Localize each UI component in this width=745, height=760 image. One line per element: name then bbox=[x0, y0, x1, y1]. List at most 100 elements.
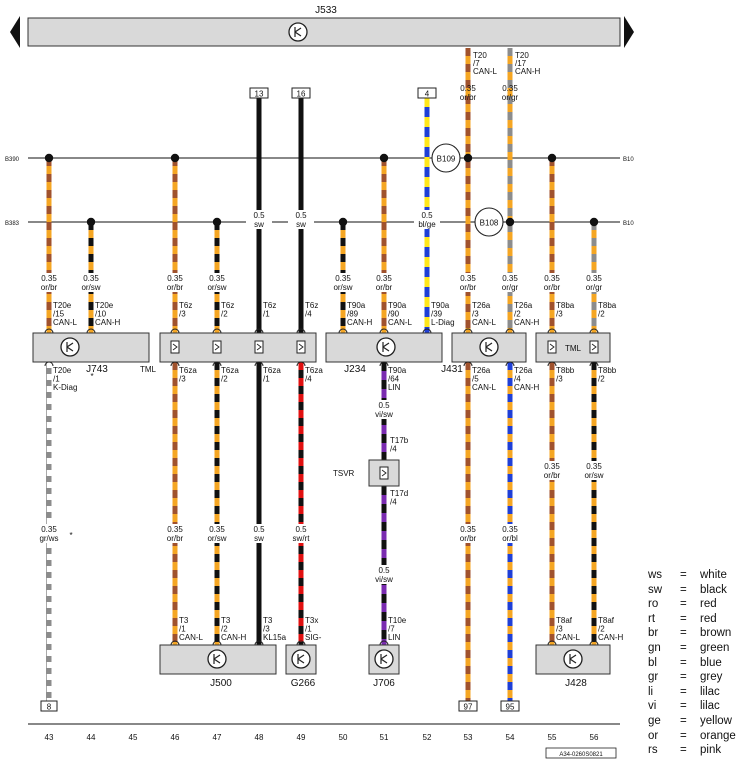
bottom-pin-b47-line: T3 bbox=[221, 616, 231, 625]
lower-pin-r51b-line: /4 bbox=[390, 498, 397, 507]
upper-pin-p44-line: CAN-H bbox=[95, 318, 121, 327]
upper-pin-p49-line: T6z bbox=[305, 301, 318, 310]
upper-pin-p46-line: T6z bbox=[179, 301, 192, 310]
wire-label-w52a-line: 0.5 bbox=[421, 211, 433, 220]
wire-label-bg bbox=[581, 461, 607, 480]
junction-dot bbox=[338, 217, 348, 227]
upper-pin-p52-line: /39 bbox=[431, 310, 443, 319]
upper-pin-p49-line: /4 bbox=[305, 310, 312, 319]
j234-ground-icon bbox=[376, 337, 396, 357]
wire-label-w55b-line: 0.35 bbox=[544, 462, 560, 471]
wire-label-bg bbox=[36, 273, 62, 292]
legend-equals: = bbox=[680, 671, 687, 684]
column-number: 44 bbox=[87, 733, 96, 742]
splice-b109-label: B109 bbox=[437, 155, 456, 164]
column-number: 47 bbox=[213, 733, 222, 742]
junction-dot bbox=[212, 217, 222, 227]
wire-label-w51c-line: vi/sw bbox=[375, 575, 393, 584]
lower-pin-arc bbox=[379, 361, 389, 367]
wire-label-w55b-line: or/br bbox=[544, 471, 561, 480]
wire-label-bg bbox=[204, 273, 230, 292]
legend-code: gr bbox=[648, 671, 659, 684]
bottom-pin-arc bbox=[547, 640, 557, 646]
bottom-pin-b49-line: T3x bbox=[305, 616, 318, 625]
j743-label: J743 bbox=[86, 364, 108, 375]
lower-pin-q46-line: T6za bbox=[179, 366, 197, 375]
lower-pin-q54-line: CAN-H bbox=[514, 383, 540, 392]
column-number: 50 bbox=[339, 733, 348, 742]
bottom-pin-b47-line: /2 bbox=[221, 625, 228, 634]
bus-bar bbox=[27, 17, 621, 47]
top-pin-13-label: 13 bbox=[255, 90, 264, 99]
wire-label-bg bbox=[162, 524, 188, 543]
upper-pin-p53-line: T26a bbox=[472, 301, 491, 310]
bottom-pin-arc bbox=[170, 640, 180, 646]
lower-pin-q54-line: /4 bbox=[514, 375, 521, 384]
bottom-pin-b47-line: CAN-H bbox=[221, 633, 247, 642]
wire-label-w50a-line: 0.35 bbox=[335, 274, 351, 283]
wire-label-bg bbox=[539, 461, 565, 480]
bottom-pin-b56-line: T8af bbox=[598, 616, 615, 625]
wire-label-w44a-line: 0.35 bbox=[83, 274, 99, 283]
bottom-pin-b46-line: CAN-L bbox=[179, 633, 204, 642]
wire-label-w51b-line: 0.5 bbox=[378, 401, 390, 410]
lower-pin-arc bbox=[254, 361, 264, 367]
wire-label-bg bbox=[497, 524, 523, 543]
column-number: 55 bbox=[548, 733, 557, 742]
lower-pin-q49-line: /4 bbox=[305, 375, 312, 384]
bottom-pin-b46-line: T3 bbox=[179, 616, 189, 625]
bus-ground-icon-glyph bbox=[294, 27, 302, 37]
legend-equals: = bbox=[680, 598, 687, 611]
housing-tml-connector bbox=[159, 332, 317, 363]
bus-ground-icon bbox=[288, 22, 308, 42]
lower-pin-arc bbox=[463, 361, 473, 367]
g266-ground-icon bbox=[291, 649, 311, 669]
j431-ground-icon-glyph bbox=[485, 342, 493, 352]
tml-pin-icon bbox=[170, 340, 180, 354]
bottom-pin-b48-line: T3 bbox=[263, 616, 273, 625]
housing-j743 bbox=[32, 332, 150, 363]
column-number: 51 bbox=[380, 733, 389, 742]
wire-label-w54b-line: or/bl bbox=[502, 534, 518, 543]
wire-label-w53a-line: 0.35 bbox=[460, 274, 476, 283]
gateway-pin-t54-line: T20 bbox=[515, 51, 529, 60]
upper-pin-p50-line: /89 bbox=[347, 310, 359, 319]
gateway-wire-label-line: or/br bbox=[460, 93, 477, 102]
upper-pin-p54-line: CAN-H bbox=[514, 318, 540, 327]
j743-ground-icon bbox=[60, 337, 80, 357]
wire-label-w43b-line: 0.35 bbox=[41, 525, 57, 534]
wire-label-w43b-line: gr/ws bbox=[39, 534, 58, 543]
upper-pin-p54-line: /2 bbox=[514, 310, 521, 319]
gateway-wire-label-line: 0.35 bbox=[460, 84, 476, 93]
upper-pin-p53-line: CAN-L bbox=[472, 318, 497, 327]
upper-pin-p53-line: /3 bbox=[472, 310, 479, 319]
tml-right-label: TML bbox=[565, 344, 582, 353]
wire-label-w56b-line: 0.35 bbox=[586, 462, 602, 471]
bottom-pin-arc bbox=[379, 640, 389, 646]
tsvr-pin-icon bbox=[379, 466, 389, 480]
j706-label: J706 bbox=[373, 678, 395, 689]
j428-ground-icon-glyph bbox=[569, 654, 577, 664]
legend-equals: = bbox=[680, 612, 687, 625]
wire-label-w56a-line: or/gr bbox=[586, 283, 603, 292]
lower-pin-q54-line: T26a bbox=[514, 366, 533, 375]
legend-equals: = bbox=[680, 583, 687, 596]
rail-top-right-label: B10 bbox=[623, 157, 634, 163]
upper-pin-p50-line: CAN-H bbox=[347, 318, 373, 327]
upper-pin-p50-line: T90a bbox=[347, 301, 366, 310]
upper-pin-p48-line: T6z bbox=[263, 301, 276, 310]
gr-ws-asterisk: * bbox=[69, 531, 72, 540]
top-pin-4 bbox=[417, 87, 437, 99]
bottom-pin-b56-line: /2 bbox=[598, 625, 605, 634]
legend-code: rs bbox=[648, 744, 658, 757]
wire-label-bg bbox=[455, 273, 481, 292]
lower-pin-q47-line: T6za bbox=[221, 366, 239, 375]
legend-name: orange bbox=[700, 729, 736, 742]
j706-ground-icon-glyph bbox=[380, 654, 388, 664]
bottom-pin-b55-line: CAN-L bbox=[556, 633, 581, 642]
lower-pin-q53-line: T26a bbox=[472, 366, 491, 375]
bottom-pin-b51-line: LIN bbox=[388, 633, 401, 642]
rail-bottom-right-label: B10 bbox=[623, 221, 634, 227]
upper-pin-p55-line: /3 bbox=[556, 310, 563, 319]
rail-bottom-label: B383 bbox=[5, 221, 20, 227]
